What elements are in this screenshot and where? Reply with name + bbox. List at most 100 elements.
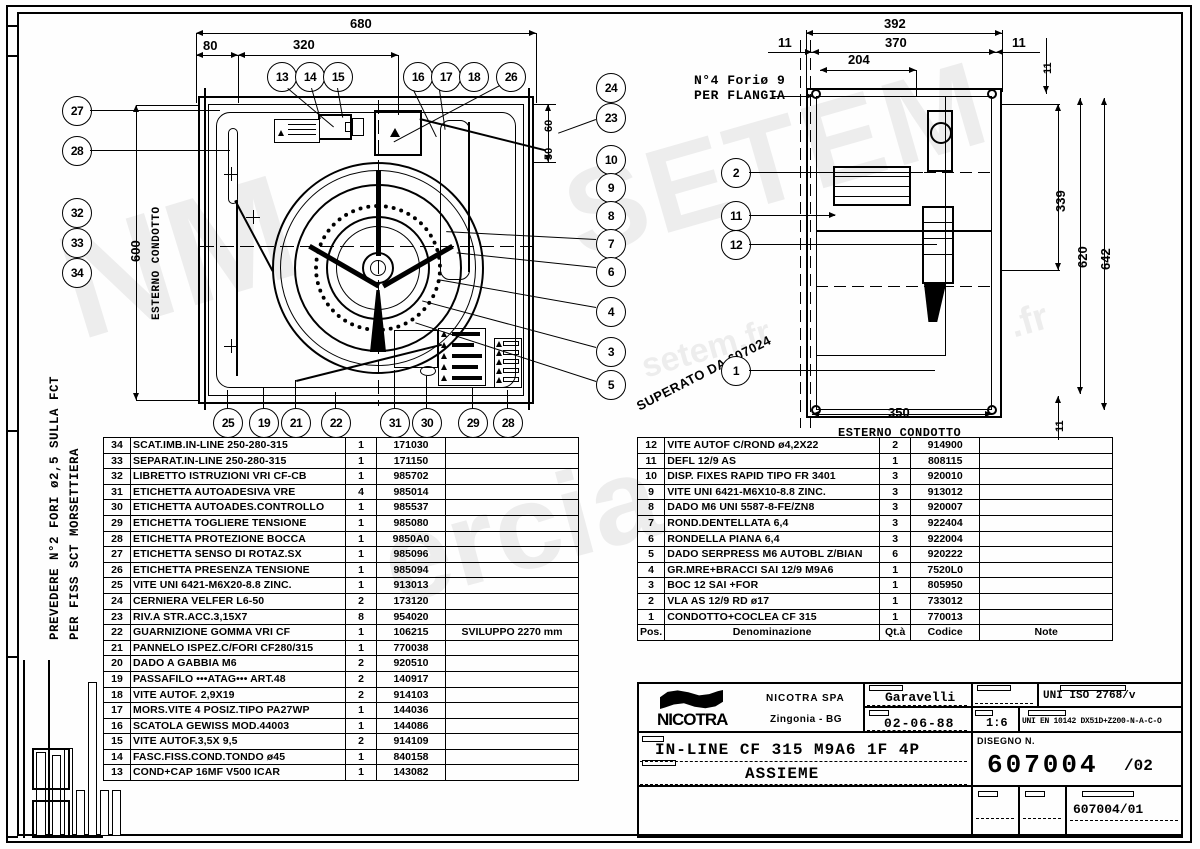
dim-label-60: 60	[543, 119, 555, 132]
bom-cell-note	[445, 514, 579, 532]
balloon-13[interactable]: 13	[267, 62, 297, 92]
balloon-14[interactable]: 14	[295, 62, 325, 92]
balloon-30[interactable]: 30	[412, 408, 442, 438]
balloon-6[interactable]: 6	[596, 257, 626, 287]
cable-gland-2	[345, 122, 353, 132]
balloon-17[interactable]: 17	[431, 62, 461, 92]
ext-line-600-top	[136, 105, 198, 106]
balloon-16[interactable]: 16	[403, 62, 433, 92]
scroll-side-body	[922, 206, 954, 284]
balloon-4[interactable]: 4	[596, 297, 626, 327]
bom-cell-note	[979, 437, 1114, 454]
balloon-23[interactable]: 23	[596, 103, 626, 133]
grommet-detail	[420, 366, 436, 376]
bom-cell-denominazione: DISP. FIXES RAPID TIPO FR 3401	[664, 468, 881, 485]
balloon-28-bottom[interactable]: 28	[493, 408, 523, 438]
dim-arrow-11-right	[996, 49, 1003, 55]
drawn-by-tag	[869, 685, 903, 691]
balloon-26[interactable]: 26	[496, 62, 526, 92]
balloon-27[interactable]: 27	[62, 96, 92, 126]
impeller-slat-2	[833, 186, 911, 187]
balloon-21[interactable]: 21	[281, 408, 311, 438]
scroll-side-rib-1	[922, 222, 954, 223]
bom-cell-note	[445, 655, 579, 672]
balloon-28-left[interactable]: 28	[62, 136, 92, 166]
bom-cell-quantity: 1	[879, 561, 912, 579]
title-cell	[637, 732, 972, 786]
norm2-value: UNI EN 10142 DX51D+Z200-N-A-C-O	[1022, 717, 1162, 726]
balloon-9[interactable]: 9	[596, 173, 626, 203]
frame-tick-left-3	[6, 430, 18, 432]
bom-cell-code: 920510	[376, 655, 446, 672]
dim-line-370	[812, 52, 996, 53]
bom-cell-denominazione: VITE AUTOF.3,5X 9,5	[130, 733, 346, 750]
balloon-11[interactable]: 11	[721, 201, 751, 231]
balloon-10[interactable]: 10	[596, 145, 626, 175]
balloon-32[interactable]: 32	[62, 198, 92, 228]
balloon-7[interactable]: 7	[596, 229, 626, 259]
warning-label-stack	[438, 328, 486, 386]
title-tag-1	[642, 736, 664, 742]
balloon-19[interactable]: 19	[249, 408, 279, 438]
balloon-31[interactable]: 31	[380, 408, 410, 438]
bom-cell-code: 9850A0	[376, 530, 446, 548]
balloon-24[interactable]: 24	[596, 73, 626, 103]
balloon-3[interactable]: 3	[596, 337, 626, 367]
bom-cell-pos: 4	[636, 561, 666, 579]
bom-cell-denominazione: SEPARAT.IN-LINE 250-280-315	[130, 452, 346, 470]
balloon-29[interactable]: 29	[458, 408, 488, 438]
bom-cell-code: 7520L0	[910, 561, 981, 579]
balloon-2[interactable]: 2	[721, 158, 751, 188]
leader-12	[749, 244, 937, 245]
fastener-x3-v	[253, 210, 254, 224]
balloon-25[interactable]: 25	[213, 408, 243, 438]
bom-cell-note	[445, 530, 579, 548]
balloon-1[interactable]: 1	[721, 356, 751, 386]
bom-cell-quantity: 1	[879, 452, 912, 470]
balloon-22[interactable]: 22	[321, 408, 351, 438]
balloon-18[interactable]: 18	[459, 62, 489, 92]
leader-11-arrow	[829, 212, 836, 218]
balloon-34[interactable]: 34	[62, 258, 92, 288]
balloon-12[interactable]: 12	[721, 230, 751, 260]
bom-cell-quantity: 1	[345, 624, 377, 641]
balloon-5[interactable]: 5	[596, 370, 626, 400]
balloon-33[interactable]: 33	[62, 228, 92, 258]
balloon-8[interactable]: 8	[596, 201, 626, 231]
